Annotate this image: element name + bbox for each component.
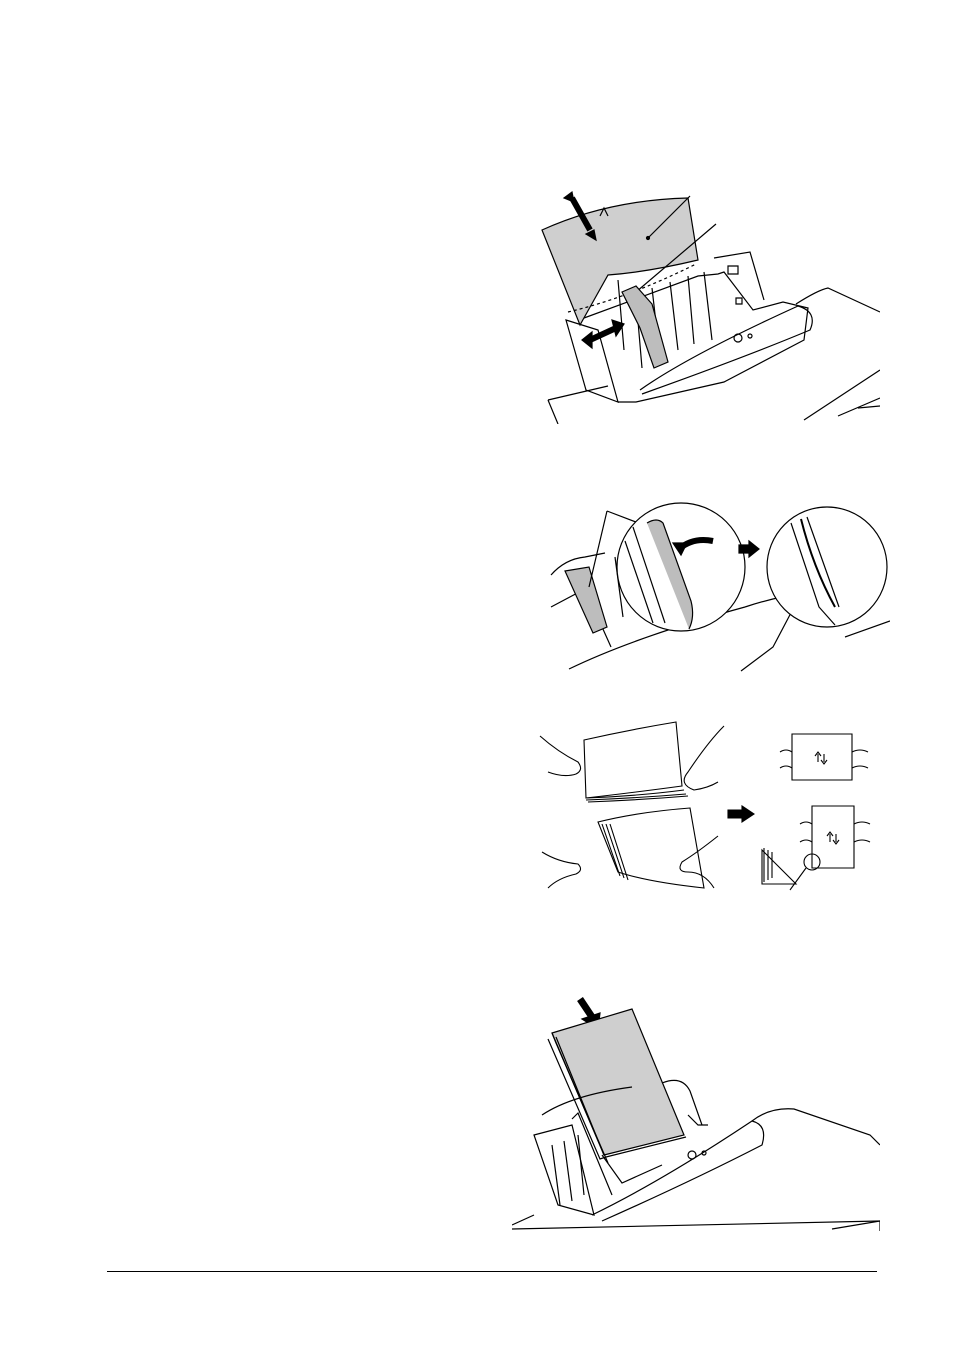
arrow-right-icon <box>728 806 754 822</box>
figure-paper-guide-detail <box>545 497 890 672</box>
figure-paper-support <box>528 180 880 424</box>
figure-fan-paper <box>528 712 884 902</box>
figure-load-paper <box>512 995 880 1233</box>
footer-rule <box>107 1271 877 1272</box>
double-arrow-icon <box>582 320 624 348</box>
